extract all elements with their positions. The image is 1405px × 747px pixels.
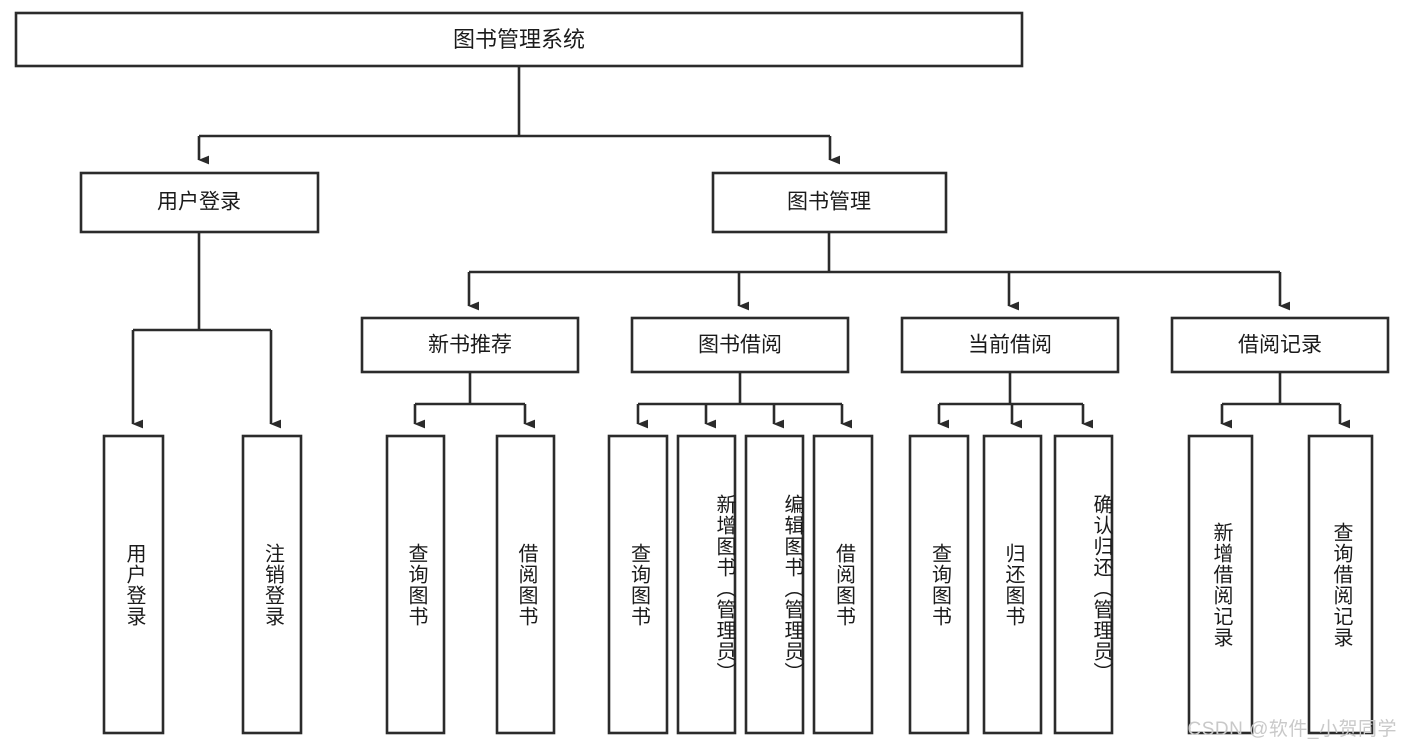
node-record-rect: [1170, 316, 1390, 374]
leaf-bo-1-rect[interactable]: [676, 434, 737, 735]
leaf-cb-2-rect[interactable]: [1053, 434, 1114, 735]
leaf-bo-2-rect[interactable]: [744, 434, 805, 735]
node-borrow-rect: [630, 316, 850, 374]
node-user-login-label: 用户登录: [157, 191, 241, 214]
leaf-cb-1-rect[interactable]: [982, 434, 1043, 735]
leaf-bo-0-rect[interactable]: [607, 434, 669, 735]
leaf-cb-0-rect[interactable]: [908, 434, 970, 735]
node-book-manage[interactable]: 图书管理: [711, 171, 948, 234]
node-record-label: 借阅记录: [1238, 334, 1322, 357]
csdn-watermark: CSDN @软件_小贺同学: [1187, 719, 1397, 740]
node-current-borrow[interactable]: 当前借阅: [900, 316, 1120, 374]
node-root-label: 图书管理系统: [453, 27, 585, 52]
node-record[interactable]: 借阅记录: [1170, 316, 1390, 374]
node-current-borrow-label: 当前借阅: [968, 334, 1052, 357]
leaf-nb-1-rect[interactable]: [495, 434, 556, 735]
node-new-book[interactable]: 新书推荐: [360, 316, 580, 374]
node-borrow[interactable]: 图书借阅: [630, 316, 850, 374]
node-new-book-label: 新书推荐: [428, 334, 512, 357]
node-book-manage-rect: [711, 171, 948, 234]
leaf-rc-1-rect[interactable]: [1307, 434, 1374, 735]
node-root[interactable]: 图书管理系统: [14, 11, 1024, 68]
node-book-manage-label: 图书管理: [787, 191, 871, 214]
leaf-bo-3-rect[interactable]: [812, 434, 874, 735]
leaf-nb-0-rect[interactable]: [385, 434, 446, 735]
node-user-login[interactable]: 用户登录: [79, 171, 320, 234]
leaf-logout-rect[interactable]: [241, 434, 303, 735]
leaf-rc-0-rect[interactable]: [1187, 434, 1254, 735]
node-root-rect: [14, 11, 1024, 68]
node-current-borrow-rect: [900, 316, 1120, 374]
node-borrow-label: 图书借阅: [698, 334, 782, 357]
node-new-book-rect: [360, 316, 580, 374]
leaf-user-login-rect[interactable]: [102, 434, 165, 735]
